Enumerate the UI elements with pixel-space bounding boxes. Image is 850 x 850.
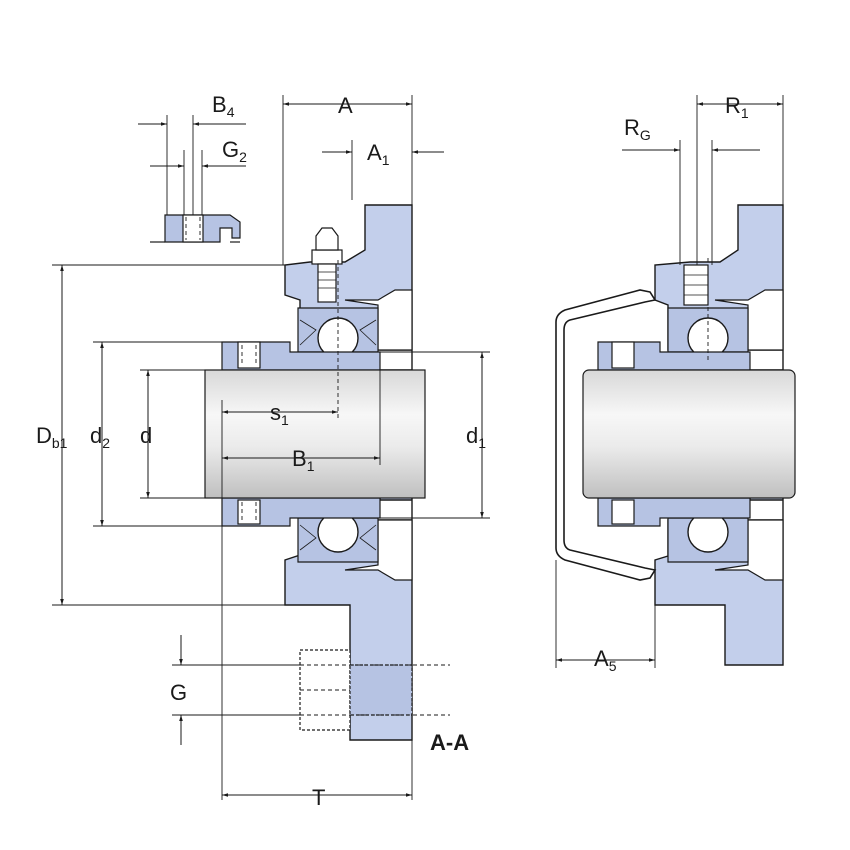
label-d2: d2 [90, 423, 110, 451]
setscrew-detail [150, 214, 241, 243]
mounting-bolt [299, 649, 450, 731]
label-r1: R1 [725, 93, 749, 121]
label-t: T [312, 785, 325, 810]
label-d: d [140, 423, 152, 448]
label-s1: s1 [270, 400, 289, 428]
label-rg: RG [624, 115, 651, 143]
label-g: G [170, 680, 187, 705]
shaft-left [204, 369, 426, 499]
right-view [555, 204, 796, 666]
set-screw-bottom [237, 499, 261, 525]
label-a5: A5 [594, 646, 617, 674]
label-g2: G2 [222, 137, 247, 165]
shaft-right [582, 369, 796, 499]
left-section-view [150, 204, 450, 741]
grease-nipple [311, 227, 343, 303]
set-screw-top [237, 341, 261, 369]
label-a1: A1 [367, 140, 390, 168]
label-db1: Db1 [36, 423, 68, 451]
section-label: A-A [430, 730, 469, 755]
end-cover [555, 289, 657, 581]
label-b4: B4 [212, 92, 235, 120]
dimension-labels: B4 G2 A A1 RG R1 Db1 d2 d s1 B1 d1 G T A… [36, 92, 749, 810]
label-d1: d1 [466, 423, 486, 451]
label-b1: B1 [292, 446, 315, 474]
dimension-lines [52, 95, 784, 800]
label-a: A [338, 93, 353, 118]
